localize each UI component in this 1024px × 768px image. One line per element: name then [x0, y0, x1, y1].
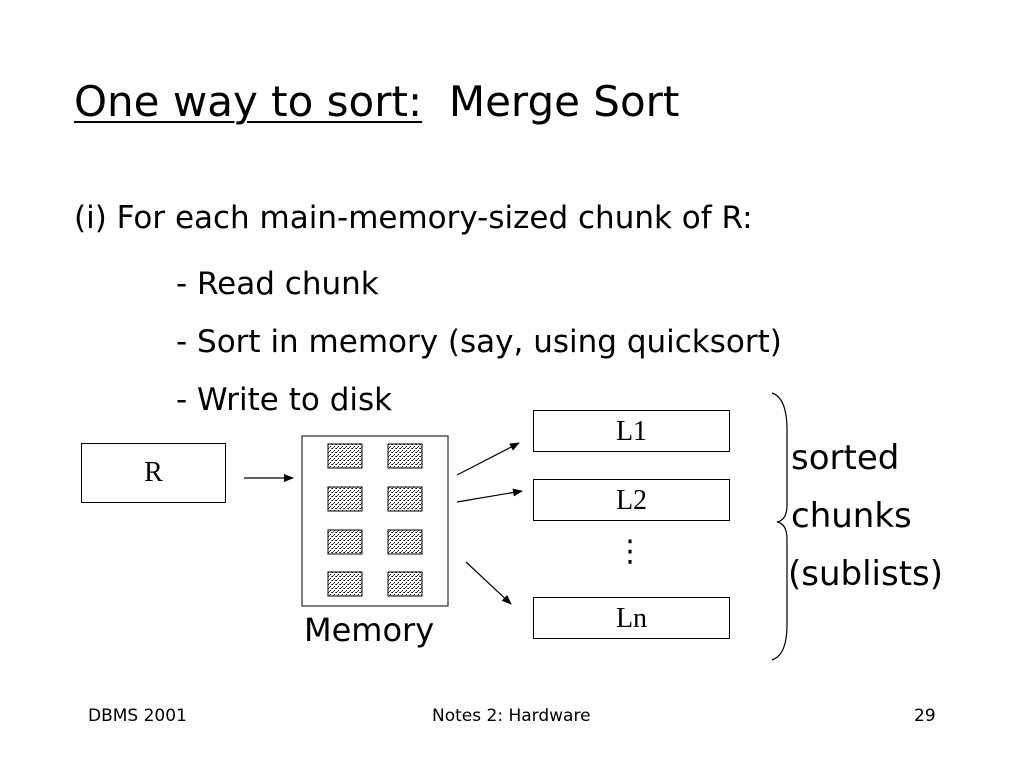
arrow-memory-to-ln — [465, 561, 512, 605]
sublist-box-ln: Ln — [533, 597, 730, 639]
substep-read: - Read chunk — [176, 266, 379, 302]
title-rest: Merge Sort — [448, 77, 680, 126]
brace-icon — [771, 392, 788, 661]
memory-cells — [327, 443, 423, 597]
input-relation-box: R — [81, 443, 226, 503]
memory-cell — [327, 443, 363, 469]
arrow-memory-to-l2 — [456, 488, 523, 503]
memory-cell — [327, 486, 363, 512]
memory-frame — [301, 435, 449, 607]
sublist-box-l2: L2 — [533, 479, 730, 521]
memory-cell — [387, 486, 423, 512]
substep-write: - Write to disk — [176, 382, 393, 418]
sublist-box-l1: L1 — [533, 410, 730, 452]
sublists-ellipsis: ⋮ — [615, 534, 645, 569]
brace-label-chunks: chunks — [791, 496, 912, 536]
arrow-memory-to-l1 — [456, 442, 520, 476]
memory-cell — [387, 529, 423, 555]
title-underlined: One way to sort: — [74, 77, 423, 126]
slide-title: One way to sort: Merge Sort — [74, 74, 679, 130]
slide-number: 29 — [914, 706, 936, 726]
substep-sort: - Sort in memory (say, using quicksort) — [176, 324, 782, 360]
footer-topic: Notes 2: Hardware — [432, 706, 591, 726]
memory-cell — [327, 529, 363, 555]
brace-label-sorted: sorted — [791, 438, 900, 478]
memory-cell — [327, 571, 363, 597]
step-heading: (i) For each main-memory-sized chunk of … — [74, 200, 753, 236]
footer-course: DBMS 2001 — [88, 706, 187, 726]
memory-cell — [387, 443, 423, 469]
memory-cell — [387, 571, 423, 597]
memory-label: Memory — [304, 611, 435, 649]
brace-label-sublists: (sublists) — [788, 554, 944, 594]
